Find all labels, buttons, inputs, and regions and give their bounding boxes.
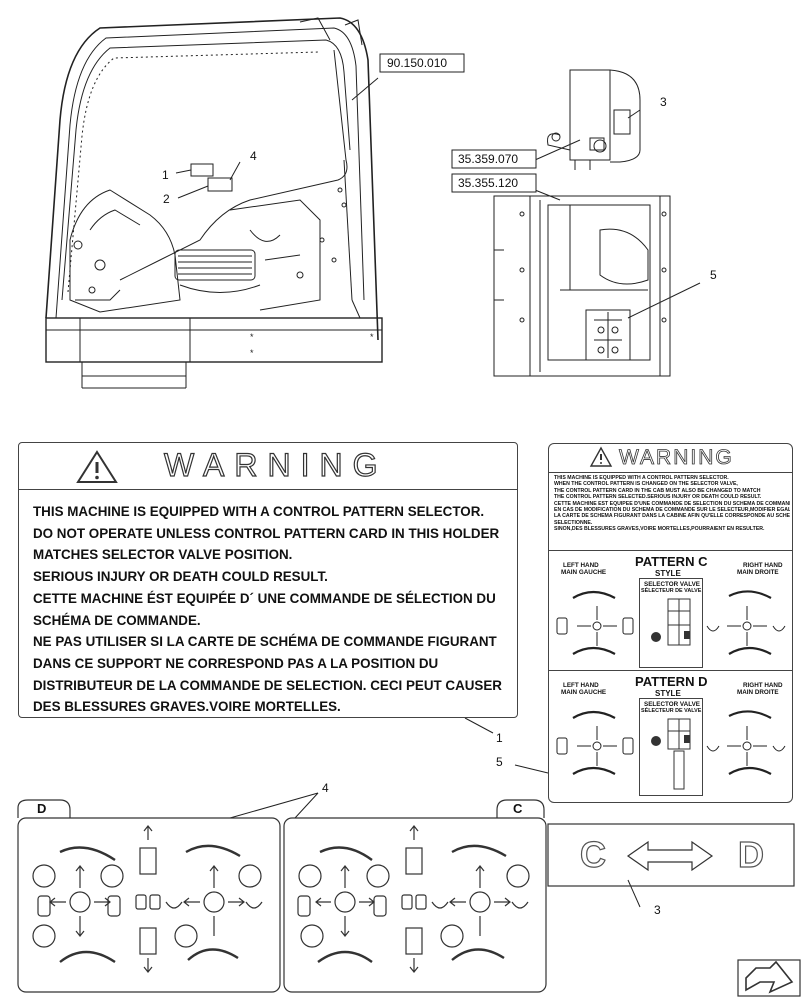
cab-illustration: * * * bbox=[45, 17, 383, 389]
warning-header: WARNING bbox=[19, 443, 517, 490]
card-warning-header: WARNING bbox=[549, 444, 792, 473]
callout-3a: 3 bbox=[660, 95, 667, 109]
ref-cab-label: 90.150.010 bbox=[387, 56, 447, 70]
ref-box-cab: 90.150.010 bbox=[379, 53, 465, 73]
warning-triangle-icon bbox=[589, 446, 613, 467]
callout-5b: 5 bbox=[496, 755, 503, 769]
right-hand-label-d: RIGHT HAND bbox=[743, 682, 783, 689]
card-text-line: THE CONTROL PATTERN SELECTED.SERIOUS INJ… bbox=[554, 494, 762, 501]
selector-valve-fr-label-d: SÉLECTEUR DE VALVE bbox=[641, 708, 702, 714]
callout-1b: 1 bbox=[496, 731, 503, 745]
left-hand-pattern-d-icon bbox=[556, 710, 634, 775]
selector-valve-box: SELECTOR VALVE SÉLECTEUR DE VALVE bbox=[639, 578, 703, 668]
cd-decal-d-label: D bbox=[737, 833, 764, 875]
warning-text: THIS MACHINE IS EQUIPPED WITH A CONTROL … bbox=[33, 501, 513, 718]
card-text-line: SINON,DES BLESSURES GRAVES,VOIRE MORTELL… bbox=[554, 526, 765, 533]
style-label: STYLE bbox=[655, 569, 681, 578]
svg-text:*: * bbox=[250, 348, 254, 358]
callout-2: 2 bbox=[163, 192, 170, 206]
warning-line: DANS CE SUPPORT NE CORRESPOND PAS A LA P… bbox=[33, 655, 439, 671]
left-hand-fr-label: MAIN GAUCHE bbox=[561, 569, 607, 576]
selector-valve-box-d: SELECTOR VALVE SÉLECTEUR DE VALVE bbox=[639, 698, 703, 796]
svg-text:*: * bbox=[370, 332, 374, 342]
ref-selector-label: 35.359.070 bbox=[458, 152, 518, 166]
callout-5a: 5 bbox=[710, 268, 717, 282]
warning-triangle-icon bbox=[76, 450, 118, 483]
card-text-line: THE CONTROL PATTERN CARD IN THE CAB MUST… bbox=[554, 487, 761, 494]
warning-decal: WARNING THIS MACHINE IS EQUIPPED WITH A … bbox=[18, 442, 518, 718]
callout-3b: 3 bbox=[654, 903, 661, 917]
selector-illustration bbox=[547, 69, 641, 170]
pattern-selector-card: WARNING THIS MACHINE IS EQUIPPED WITH A … bbox=[548, 443, 793, 803]
valve-illustration bbox=[493, 195, 671, 377]
ref-valve-label: 35.355.120 bbox=[458, 176, 518, 190]
card-text-line: EN CAS DE MODIFICATION DU SCHÉMA DE COMM… bbox=[554, 507, 790, 514]
pattern-card-d bbox=[17, 799, 281, 993]
svg-text:*: * bbox=[250, 332, 254, 342]
right-hand-fr-label: MAIN DROITE bbox=[737, 569, 779, 576]
card-d-tab-label: D bbox=[37, 801, 47, 816]
selector-valve-label-d: SELECTOR VALVE bbox=[644, 701, 700, 708]
warning-line: DO NOT OPERATE UNLESS CONTROL PATTERN CA… bbox=[33, 525, 500, 541]
left-hand-pattern-c-icon bbox=[556, 590, 634, 655]
card-text-line: WHEN THE CONTROL PATTERN IS CHANGED ON T… bbox=[554, 481, 738, 488]
callout-4b: 4 bbox=[322, 781, 329, 795]
direction-arrow-icon bbox=[737, 959, 801, 997]
selector-valve-icon bbox=[651, 598, 691, 646]
selector-valve-fr-label: SÉLECTEUR DE VALVE bbox=[641, 588, 702, 594]
card-text-line: LA CARTE DE SCHÉMA FIGURANT DANS LA CABI… bbox=[554, 513, 790, 520]
warning-line: SERIOUS INJURY OR DEATH COULD RESULT. bbox=[33, 569, 328, 585]
warning-line: DISTRIBUTEUR DE LA COMMANDE DE SELECTION… bbox=[33, 677, 502, 693]
warning-line: DES BLESSURES GRAVES.VOIRE MORTELLES. bbox=[33, 699, 341, 715]
right-hand-pattern-d-icon bbox=[706, 710, 786, 775]
warning-line: MATCHES SELECTOR VALVE POSITION. bbox=[33, 547, 293, 563]
card-warning-text: THIS MACHINE IS EQUIPPED WITH A CONTROL … bbox=[554, 475, 790, 533]
warning-title: WARNING bbox=[163, 446, 388, 483]
selector-valve-label: SELECTOR VALVE bbox=[644, 581, 700, 588]
right-hand-pattern-c-icon bbox=[706, 590, 786, 655]
callout-1a: 1 bbox=[162, 168, 169, 182]
warning-line: CETTE MACHINE ÉST EQUIPÉE D´ UNE COMMAND… bbox=[33, 590, 496, 606]
pattern-c-label: PATTERN C bbox=[635, 554, 708, 569]
right-hand-fr-label-d: MAIN DROITE bbox=[737, 689, 779, 696]
cd-decal bbox=[547, 823, 795, 887]
warning-line: THIS MACHINE IS EQUIPPED WITH A CONTROL … bbox=[33, 504, 485, 519]
style-label-d: STYLE bbox=[655, 689, 681, 698]
left-hand-fr-label-d: MAIN GAUCHE bbox=[561, 689, 607, 696]
right-hand-label: RIGHT HAND bbox=[743, 562, 783, 569]
card-text-line: CETTE MACHINE EST EQUIPÉE D'UNE COMMANDE… bbox=[554, 500, 790, 507]
left-hand-label-d: LEFT HAND bbox=[563, 682, 599, 689]
pattern-card-c bbox=[283, 799, 547, 993]
warning-line: NE PAS UTILISER SI LA CARTE DE SCHÉMA DE… bbox=[33, 634, 497, 650]
card-text-line: SÉLECTIONNÉ. bbox=[554, 519, 593, 526]
card-c-tab-label: C bbox=[513, 801, 523, 816]
pattern-d-label: PATTERN D bbox=[635, 674, 708, 689]
card-warning-title: WARNING bbox=[619, 446, 734, 470]
left-hand-label: LEFT HAND bbox=[563, 562, 599, 569]
callout-4a: 4 bbox=[250, 149, 257, 163]
ref-box-valve: 35.355.120 bbox=[451, 173, 537, 193]
cd-decal-c-label: C bbox=[579, 833, 606, 875]
ref-box-selector: 35.359.070 bbox=[451, 149, 537, 169]
selector-valve-icon-d bbox=[651, 718, 691, 790]
card-text-line: THIS MACHINE IS EQUIPPED WITH A CONTROL … bbox=[554, 475, 729, 481]
warning-line: SCHÉMA DE COMMANDE. bbox=[33, 612, 201, 628]
